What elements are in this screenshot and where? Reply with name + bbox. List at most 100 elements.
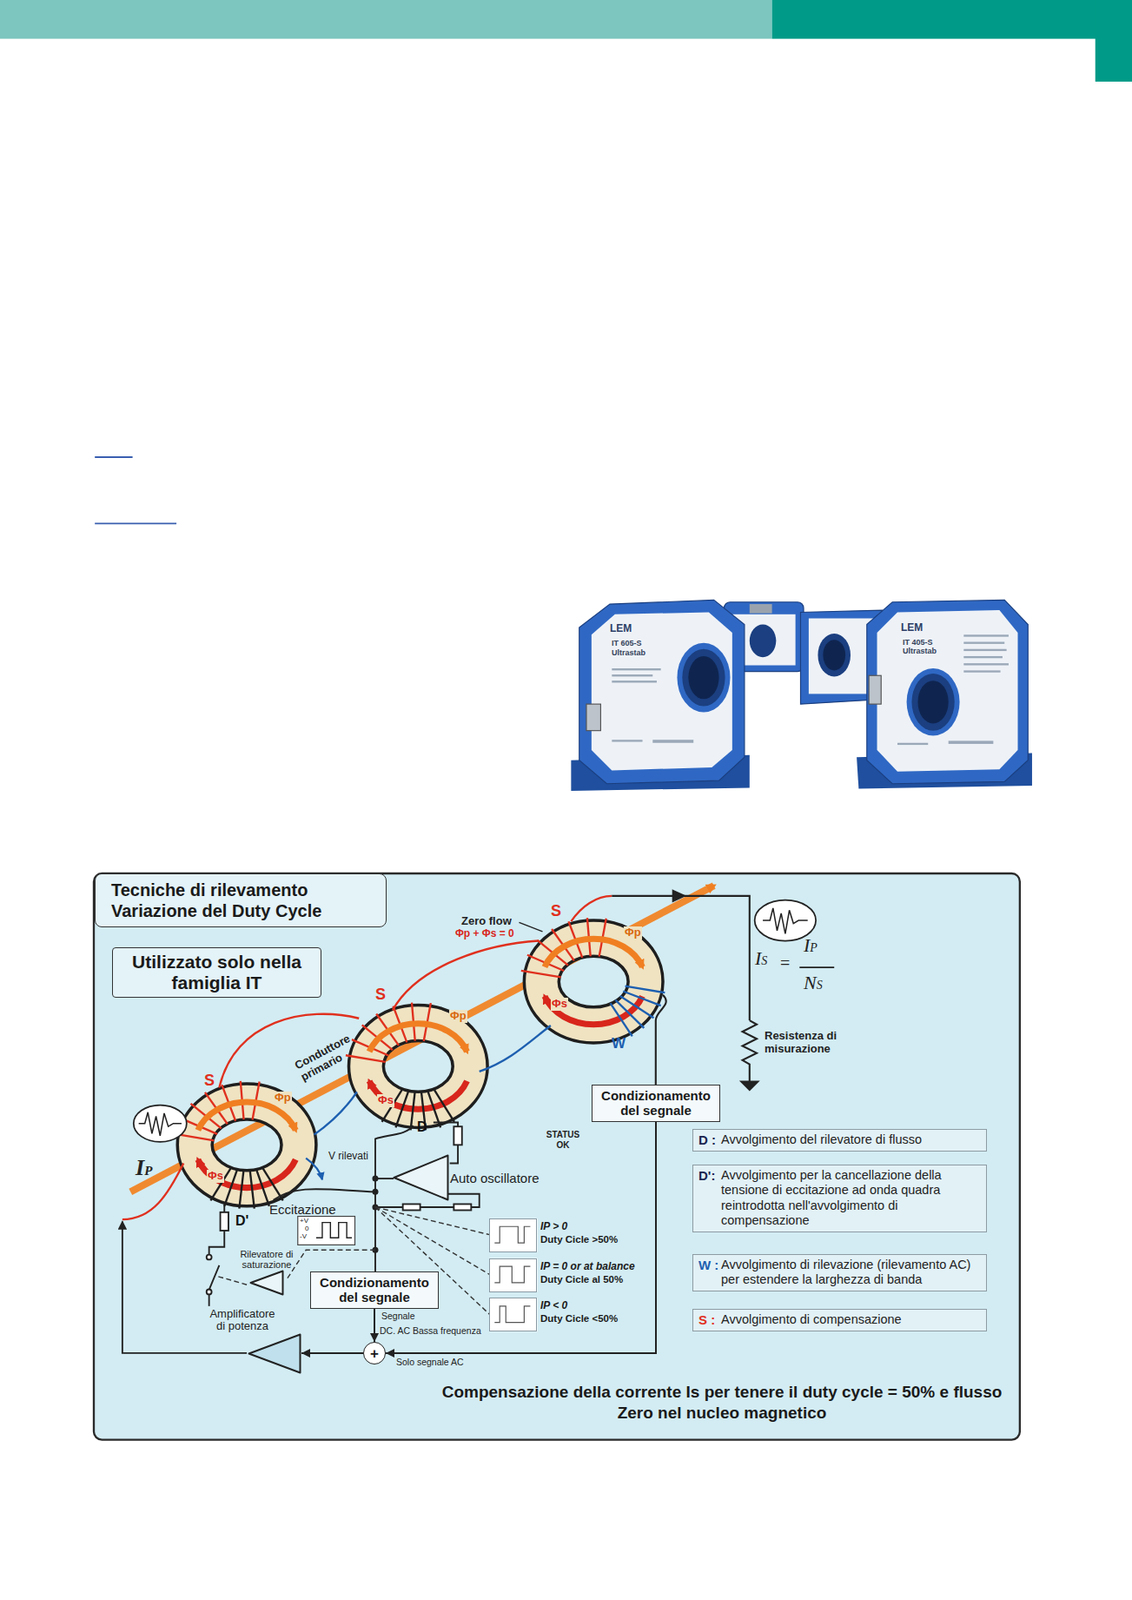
brand-logo: LEM	[609, 622, 632, 636]
product-photo	[570, 599, 1033, 791]
winding-tag: W	[611, 1034, 626, 1053]
legend-box: S :Avvolgimento di compensazione	[692, 1308, 987, 1331]
op-amp-symbol-outline	[394, 1155, 449, 1200]
level-label: 0	[304, 1224, 309, 1232]
duty-value: Duty Cicle >50%	[540, 1232, 618, 1245]
title-box: Tecniche di rilevamento Variazione del D…	[94, 873, 387, 927]
leader-line	[519, 921, 543, 932]
legend-key: D':	[698, 1167, 722, 1184]
model-name: IT 605-S	[611, 638, 643, 648]
model-name: IT 405-S	[902, 637, 934, 647]
dashed-links	[218, 1206, 490, 1314]
output-circuit	[611, 890, 758, 1090]
current-symbol: IP	[135, 1154, 153, 1181]
legend-text: Avvolgimento per la cancellazione della …	[721, 1167, 981, 1229]
detector-circuit	[122, 1122, 480, 1353]
product-line: Ultrastab	[611, 648, 646, 657]
winding-tag: S	[375, 985, 386, 1004]
edge-label: Solo segnale AC	[394, 1356, 466, 1367]
equation: Φp + Φs = 0	[455, 927, 515, 941]
duty-cycle-box: IP = 0 or at balanceDuty Cicle al 50%	[489, 1257, 636, 1292]
block-label: Amplificatore di potenza	[204, 1307, 281, 1333]
duty-cycle-thumbnails	[489, 1218, 537, 1331]
waveform-frame	[489, 1257, 537, 1292]
signal-connector	[301, 1351, 364, 1354]
legend-key: D :	[698, 1132, 722, 1148]
legend-text: Avvolgimento di rilevazione (rilevamento…	[721, 1257, 981, 1288]
duty-text: IP = 0 or at balanceDuty Cicle al 50%	[540, 1257, 636, 1285]
node-text: Utilizzato solo nella famiglia IT	[123, 951, 311, 993]
winding-tag: D'	[235, 1212, 249, 1229]
waveform-icons	[133, 900, 816, 1142]
winding-tag: S	[550, 901, 562, 921]
waveform-frame	[489, 1218, 537, 1252]
condition-text: IP = 0 or at balance	[540, 1259, 636, 1273]
title-text: Tecniche di rilevamento Variazione del D…	[111, 879, 372, 921]
detector-block: Rilevatore di saturazione	[233, 1248, 300, 1296]
amplifier-symbol-outline	[249, 1333, 301, 1372]
winding-tag: S	[204, 1071, 215, 1090]
legend-text: Avvolgimento del rilevatore di flusso	[721, 1132, 922, 1147]
primary-conductor	[130, 885, 714, 1192]
formula-term: IS	[754, 946, 768, 969]
oscillator-block: Auto oscillatore	[392, 1153, 540, 1201]
caption-text: Compensazione della corrente Is per tene…	[430, 1381, 1013, 1424]
level-label: -V	[299, 1232, 307, 1240]
duty-value: Duty Cicle <50%	[540, 1311, 618, 1324]
edge-label: Segnale	[379, 1310, 418, 1321]
flux-label: Φs	[377, 1093, 395, 1107]
winding-tag: D	[417, 1118, 428, 1135]
excitation-wave	[297, 1216, 356, 1245]
condition-text: IP < 0	[540, 1298, 618, 1312]
signal-name: Eccitazione	[269, 1201, 337, 1217]
condition-text: IP > 0	[540, 1219, 618, 1233]
compensation-wires	[122, 895, 612, 1219]
waveform-frame	[489, 1297, 537, 1331]
level-label: +V	[299, 1217, 309, 1225]
process-box: Condizionamento del segnale	[591, 1084, 721, 1122]
node-text: Condizionamento del segnale	[597, 1087, 715, 1119]
diagram-panel	[93, 873, 1020, 1440]
caption-box: Compensazione della corrente Is per tene…	[430, 1381, 1013, 1424]
op-amp-symbol	[392, 1153, 450, 1201]
link-underlines	[94, 456, 177, 523]
amplifier-symbol	[247, 1332, 302, 1374]
flux-label: Φs	[206, 1169, 225, 1183]
annotation: Zero flow	[461, 914, 512, 928]
detector-symbol	[249, 1269, 285, 1296]
duty-value: Duty Cicle al 50%	[540, 1272, 636, 1285]
duty-cycle-box: IP > 0Duty Cicle >50%	[489, 1218, 618, 1252]
legend-box: D':Avvolgimento per la cancellazione del…	[692, 1164, 987, 1232]
duty-text: IP > 0Duty Cicle >50%	[540, 1218, 618, 1245]
product-line: Ultrastab	[902, 646, 937, 656]
process-box: Condizionamento del segnale	[310, 1271, 439, 1309]
legend-text: Avvolgimento di compensazione	[721, 1311, 902, 1327]
duty-cycle-box: IP < 0Duty Cicle <50%	[489, 1297, 618, 1331]
signal-name: V rilevati	[328, 1150, 369, 1163]
conductor-label: Conduttore primario	[292, 1030, 362, 1084]
brand-logo: LEM	[900, 622, 923, 635]
status-label: STATUS OK	[543, 1129, 583, 1150]
formula-term: NS	[803, 971, 823, 993]
duty-text: IP < 0Duty Cicle <50%	[540, 1297, 618, 1324]
node-text: Condizionamento del segnale	[316, 1274, 433, 1305]
formula-term: IP	[803, 933, 818, 956]
block-label: Rilevatore di saturazione	[233, 1248, 300, 1270]
legend-key: W :	[698, 1257, 722, 1273]
legend-box: W :Avvolgimento di rilevazione (rilevame…	[692, 1253, 987, 1291]
legend-key: S :	[698, 1311, 722, 1328]
sum-sign: +	[370, 1345, 379, 1361]
resistor-label: Resistenza di misurazione	[764, 1029, 855, 1056]
flux-label: Φp	[623, 926, 643, 940]
flux-label: Φp	[273, 1091, 292, 1105]
signal-note: DC. AC Bassa frequenza	[379, 1324, 482, 1336]
flux-label: Φp	[449, 1009, 468, 1023]
signal-connector	[385, 1121, 656, 1354]
note-box: Utilizzato solo nella famiglia IT	[112, 946, 322, 998]
formula-sign: =	[780, 953, 790, 974]
header-bar	[0, 0, 1132, 82]
summing-junction: +	[363, 1341, 386, 1364]
signal-connector	[373, 1308, 376, 1343]
